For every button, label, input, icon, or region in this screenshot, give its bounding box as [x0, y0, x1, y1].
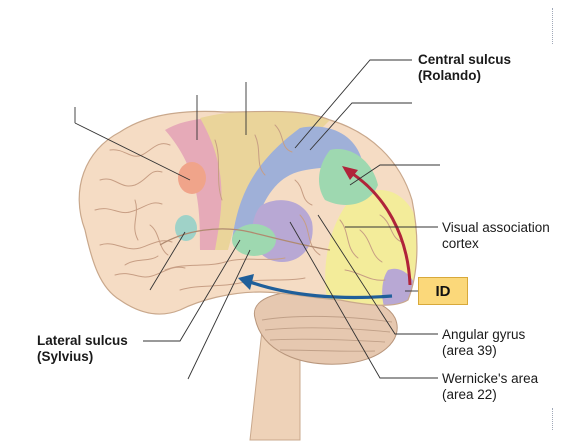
label-central-sulcus: Central sulcus — [418, 52, 512, 67]
label-visual-association: Visual association — [442, 220, 550, 235]
id-badge: ID — [418, 277, 468, 305]
label-sylvius: (Sylvius) — [37, 349, 94, 364]
red-arrow — [342, 166, 412, 286]
dotted-marker-top — [552, 8, 554, 44]
orange-region — [178, 162, 206, 194]
lateral-sulcus-line — [159, 228, 331, 251]
teal-region — [175, 215, 197, 241]
label-lateral-sulcus: Lateral sulcus — [37, 333, 128, 348]
label-angular-gyrus: Angular gyrus — [442, 327, 526, 342]
label-area-39: (area 39) — [442, 343, 497, 358]
blue-arrow — [238, 274, 393, 300]
label-cortex: cortex — [442, 236, 479, 251]
label-wernicke: Wernicke's area — [442, 371, 539, 386]
label-area-22: (area 22) — [442, 387, 497, 402]
leader-lines — [74, 59, 440, 380]
green-region-lower — [232, 224, 276, 256]
dotted-marker-bottom — [552, 408, 554, 430]
gyri-lines — [94, 124, 403, 291]
label-rolando: (Rolando) — [418, 68, 481, 83]
